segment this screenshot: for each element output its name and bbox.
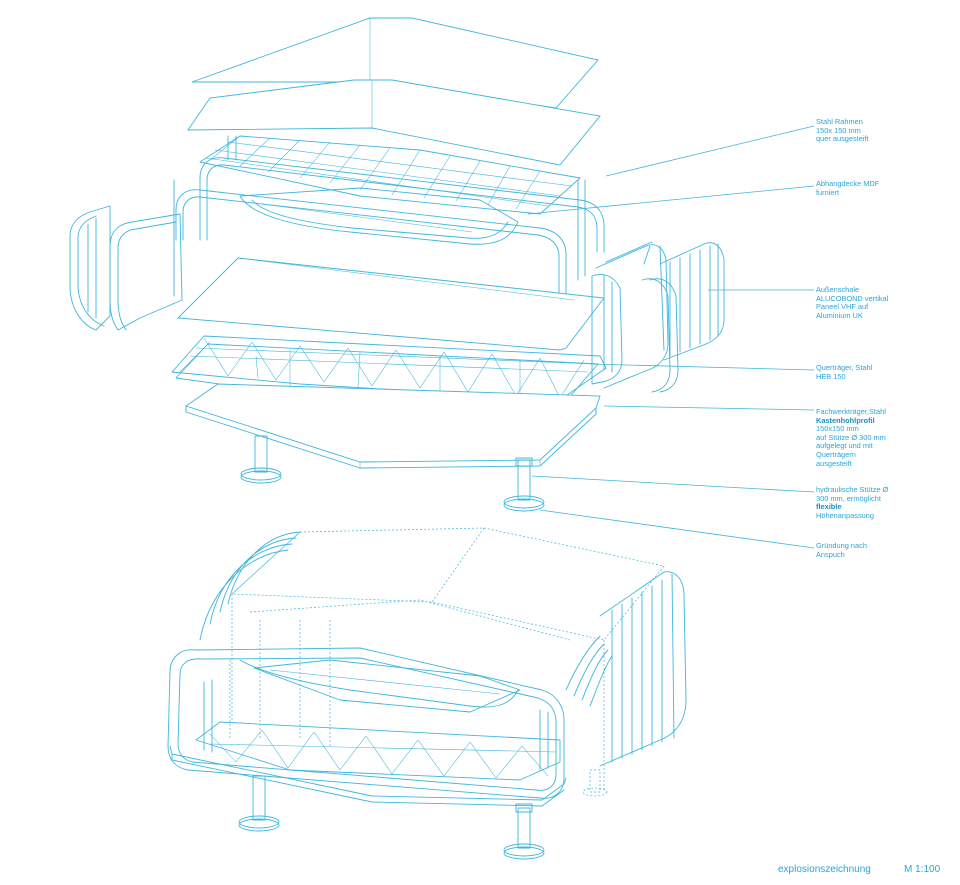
annotation-line: Paneel VHF auf (816, 302, 869, 312)
drawing-scale: M 1:100 (904, 864, 941, 875)
annotation-line: quer ausgesteift (816, 134, 869, 144)
steel-frame-portal (175, 135, 605, 301)
roof-panel-lower (187, 79, 601, 166)
annotation-line: Abhangdecke MDF (816, 179, 880, 188)
annotation-line: HEB 150 (816, 371, 846, 381)
outer-shell-right (591, 241, 725, 393)
annotation-line: Kastenhohlproﬁl (816, 415, 875, 425)
leader-quertraeger (589, 363, 815, 371)
annotation-line: 300 mm, ermöglicht (816, 493, 881, 503)
support-columns-lower (238, 769, 608, 860)
annotation-gruendung: Gründung nach Anspuch (816, 541, 867, 559)
floor-plate-upper (176, 257, 605, 351)
leader-stahl-rahmen (605, 125, 815, 177)
annotation-line: hydraulische Stütze Ø (816, 485, 889, 494)
annotation-fachwerktraeger: Fachwerkträger,Stahl Kastenhohlproﬁl 150… (816, 407, 886, 468)
assembled-module (167, 527, 687, 807)
annotation-line: Höhenanpassung (816, 510, 874, 520)
annotation-line: Querträger, Stahl (816, 363, 873, 372)
leader-fachwerktraeger (603, 405, 815, 411)
annotation-line: Fachwerkträger,Stahl (816, 407, 886, 416)
annotation-quertraeger: Querträger, Stahl HEB 150 (816, 363, 873, 381)
annotation-line: Außenschale (816, 285, 860, 294)
leader-abhangdecke (527, 185, 815, 215)
annotation-line: 150x 150 mm (816, 125, 861, 135)
annotation-line: ﬂexible (816, 502, 842, 512)
annotation-line: Aluminium UK (816, 310, 863, 320)
annotation-aussenschale: Außenschale ALUCOBOND vertikal Paneel VH… (816, 285, 889, 320)
annotation-line: Querträgern (816, 449, 856, 459)
truss-frame (171, 335, 607, 409)
annotation-line: 150x150 mm (816, 424, 859, 434)
leader-gruendung (539, 509, 815, 549)
annotation-abhangdecke: Abhangdecke MDF furniert (816, 179, 880, 197)
annotation-line: ALUCOBOND vertikal (816, 293, 889, 303)
support-columns-upper (240, 435, 545, 512)
leader-stuetze (531, 475, 815, 493)
annotation-line: auf Stütze Ø 300 mm (816, 432, 886, 442)
annotation-line: Stahl Rahmen (816, 117, 863, 126)
leader-lines (527, 125, 815, 549)
annotation-hydraulische-stuetze: hydraulische Stütze Ø 300 mm, ermöglicht… (816, 485, 889, 520)
base-floor-slab (184, 383, 601, 469)
suspended-ceiling-shell (239, 187, 519, 245)
annotation-line: Gründung nach (816, 541, 867, 550)
ceiling-frame-grid (199, 135, 581, 215)
outer-shell-left (69, 179, 183, 331)
annotation-line: aufgelegt und mit (816, 441, 873, 451)
annotation-line: Anspuch (816, 549, 845, 559)
annotation-line: ausgesteift (816, 458, 852, 468)
annotation-line: furniert (816, 187, 840, 197)
annotation-stahl-rahmen: Stahl Rahmen 150x 150 mm quer ausgesteif… (816, 117, 869, 144)
drawing-title: explosionszeichnung (778, 864, 871, 875)
